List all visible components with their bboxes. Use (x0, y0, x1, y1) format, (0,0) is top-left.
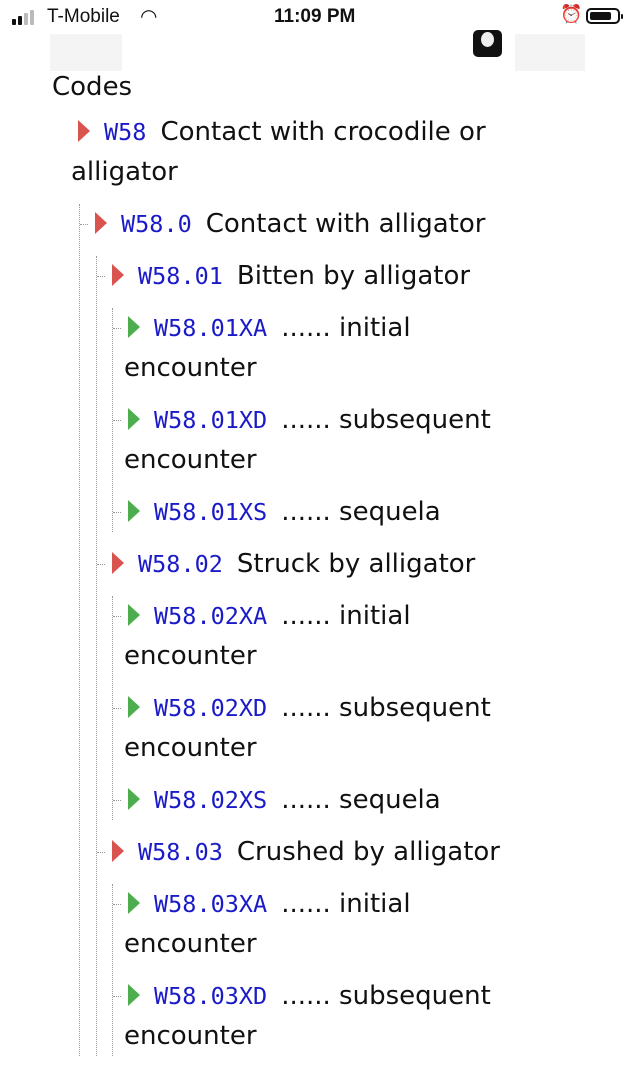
code-description: ...... initial encounter (124, 601, 411, 671)
tree-node-label[interactable]: W58.01XS ...... sequela (124, 492, 541, 532)
leaf-arrow-icon[interactable] (128, 984, 140, 1006)
leaf-arrow-icon[interactable] (128, 316, 140, 338)
code-link[interactable]: W58.01XA (154, 314, 268, 342)
code-description: ...... subsequent encounter (124, 693, 491, 763)
carrier: T-Mobile (47, 6, 120, 27)
tree-node-label[interactable]: W58.03XD...... subsequent encounter (124, 976, 541, 1056)
alarm-icon: ⏰ (560, 4, 583, 24)
code-link[interactable]: W58.03 (138, 838, 223, 866)
tree-node-label[interactable]: W58.01 Bitten by alligator (108, 256, 541, 296)
tree-node: W58.02XD...... subsequent encounter (113, 688, 541, 768)
code-link[interactable]: W58.01XD (154, 406, 268, 434)
code-link[interactable]: W58.02XS (154, 786, 268, 814)
code-description: ...... initial encounter (124, 889, 411, 959)
code-link[interactable]: W58 (104, 118, 147, 146)
code-description: ...... sequela (281, 497, 441, 527)
app-icon[interactable] (473, 30, 502, 57)
code-description: Bitten by alligator (236, 261, 471, 291)
code-link[interactable]: W58.02XA (154, 602, 268, 630)
tree-node: W58.03XD...... subsequent encounter (113, 976, 541, 1056)
tree-node: W58.02XA...... initial encounter (113, 596, 541, 676)
tree-node-label[interactable]: W58.02XS ...... sequela (124, 780, 541, 820)
tree-node-label[interactable]: W58.03XA...... initial encounter (124, 884, 541, 964)
expand-arrow-icon[interactable] (78, 120, 90, 142)
battery-icon (586, 8, 623, 24)
tree-node-label[interactable]: W58.02XD...... subsequent encounter (124, 688, 541, 768)
expand-arrow-icon[interactable] (112, 552, 124, 574)
back-button[interactable] (50, 34, 122, 71)
leaf-arrow-icon[interactable] (128, 892, 140, 914)
tree-node: W58.01XA...... initial encounter (113, 308, 541, 388)
tree-node-label[interactable]: W58.03 Crushed by alligator (108, 832, 541, 872)
page-title: Codes (52, 72, 133, 102)
leaf-arrow-icon[interactable] (128, 696, 140, 718)
tree-node-label[interactable]: W58.02 Struck by alligator (108, 544, 541, 584)
tree-node-label[interactable]: W58.02XA...... initial encounter (124, 596, 541, 676)
wifi-icon: ◠ (140, 6, 158, 28)
code-description: ...... sequela (281, 785, 441, 815)
menu-button[interactable] (515, 34, 585, 71)
leaf-arrow-icon[interactable] (128, 500, 140, 522)
leaf-arrow-icon[interactable] (128, 788, 140, 810)
code-description: Struck by alligator (236, 549, 476, 579)
expand-arrow-icon[interactable] (112, 840, 124, 862)
code-description: ...... initial encounter (124, 313, 411, 383)
tree-node-label[interactable]: W58.01XD...... subsequent encounter (124, 400, 541, 480)
code-description: ...... subsequent encounter (124, 405, 491, 475)
clock: 11:09 PM (274, 6, 356, 27)
code-link[interactable]: W58.03XD (154, 982, 268, 1010)
status-bar: T-Mobile ◠ 11:09 PM ⏰ (0, 0, 636, 34)
code-link[interactable]: W58.01 (138, 262, 223, 290)
leaf-arrow-icon[interactable] (128, 604, 140, 626)
code-link[interactable]: W58.02 (138, 550, 223, 578)
tree-node-label[interactable]: W58.0 Contact with alligator (91, 204, 541, 244)
signal-icon (12, 10, 34, 25)
code-link[interactable]: W58.02XD (154, 694, 268, 722)
code-link[interactable]: W58.03XA (154, 890, 268, 918)
tree-node-label[interactable]: W58.01XA...... initial encounter (124, 308, 541, 388)
code-link[interactable]: W58.0 (121, 210, 192, 238)
tree-node: W58.01XD...... subsequent encounter (113, 400, 541, 480)
leaf-arrow-icon[interactable] (128, 408, 140, 430)
tree-node: W58.01XS ...... sequela (113, 492, 541, 532)
expand-arrow-icon[interactable] (95, 212, 107, 234)
tree-node: W58.02XS ...... sequela (113, 780, 541, 820)
expand-arrow-icon[interactable] (112, 264, 124, 286)
code-description: Crushed by alligator (236, 837, 500, 867)
code-description: Contact with alligator (205, 209, 486, 239)
tree-node: W58.03XA...... initial encounter (113, 884, 541, 964)
code-description: Contact with crocodile or alligator (71, 117, 486, 187)
code-link[interactable]: W58.01XS (154, 498, 268, 526)
